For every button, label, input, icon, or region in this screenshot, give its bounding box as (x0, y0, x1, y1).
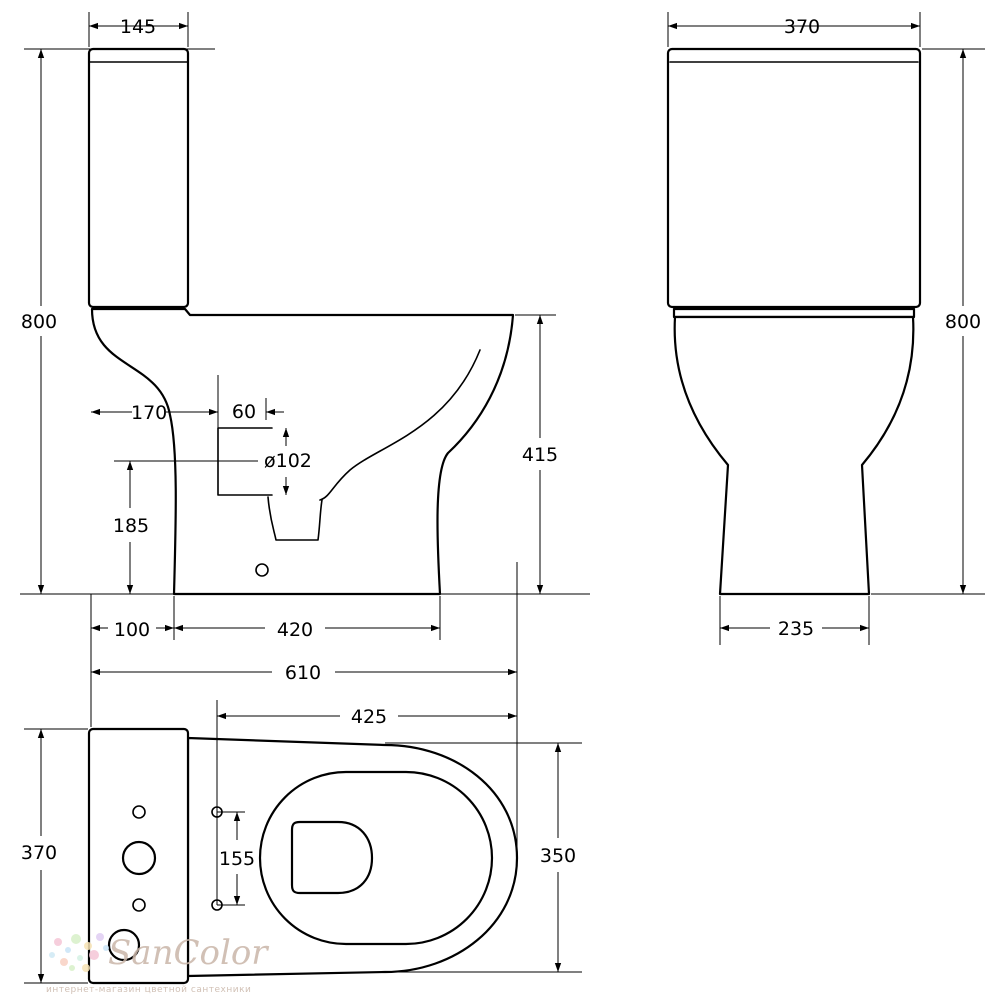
dim-total-length: 610 (285, 662, 321, 684)
plan-cistern-hole-top (132, 805, 146, 819)
watermark-dot (82, 964, 90, 972)
dim-outlet-height: 185 (113, 515, 149, 537)
watermark-dot (96, 933, 104, 941)
watermark-dot (69, 965, 75, 971)
watermark-dot (77, 955, 83, 961)
dimension-lines (20, 12, 985, 984)
plan-seat (258, 770, 494, 946)
watermark: SanColor интернет-магазин цветной сантех… (46, 933, 269, 995)
front-seat-strip (672, 307, 916, 319)
dim-mount-spacing: 155 (219, 848, 255, 870)
dim-plan-width: 370 (21, 842, 57, 864)
plan-view (87, 727, 519, 985)
watermark-dot (89, 950, 99, 960)
dim-height-right: 800 (945, 311, 981, 333)
dim-seat-height: 415 (522, 444, 558, 466)
dim-foot-width: 235 (778, 618, 814, 640)
front-bowl (673, 315, 915, 596)
dim-outlet-diameter: ø102 (264, 450, 312, 472)
watermark-dot (65, 947, 71, 953)
side-trapway (267, 496, 323, 541)
dim-foot-length: 420 (277, 619, 313, 641)
plan-bowl-opening (290, 820, 374, 895)
dim-outlet-box: 60 (232, 401, 256, 423)
watermark-dot (103, 945, 109, 951)
plan-cistern-hole-bottom (132, 898, 146, 912)
dim-height-left: 800 (21, 311, 57, 333)
dim-tank-depth: 145 (120, 16, 156, 38)
dim-outlet-offset: 170 (131, 402, 167, 424)
watermark-dot (49, 952, 55, 958)
watermark-brand: SanColor (108, 933, 269, 973)
side-bowl-inner-rim (319, 349, 481, 501)
watermark-tagline: интернет-магазин цветной сантехники (46, 985, 251, 995)
watermark-dot (54, 938, 62, 946)
watermark-dot (60, 958, 68, 966)
front-cistern (666, 47, 922, 309)
side-cistern (87, 47, 190, 309)
dim-total-width-front: 370 (784, 16, 820, 38)
front-view (666, 47, 922, 596)
watermark-dot (71, 934, 81, 944)
dim-mount-distance: 425 (351, 706, 387, 728)
watermark-dots (49, 933, 109, 972)
dim-back-offset: 100 (114, 619, 150, 641)
dim-plan-bowl-width: 350 (540, 845, 576, 867)
watermark-dot (84, 942, 92, 950)
plan-inlet-hole (107, 928, 141, 962)
side-fixing-hole (255, 563, 269, 577)
plan-flush-button (121, 840, 157, 876)
side-view (87, 47, 515, 596)
